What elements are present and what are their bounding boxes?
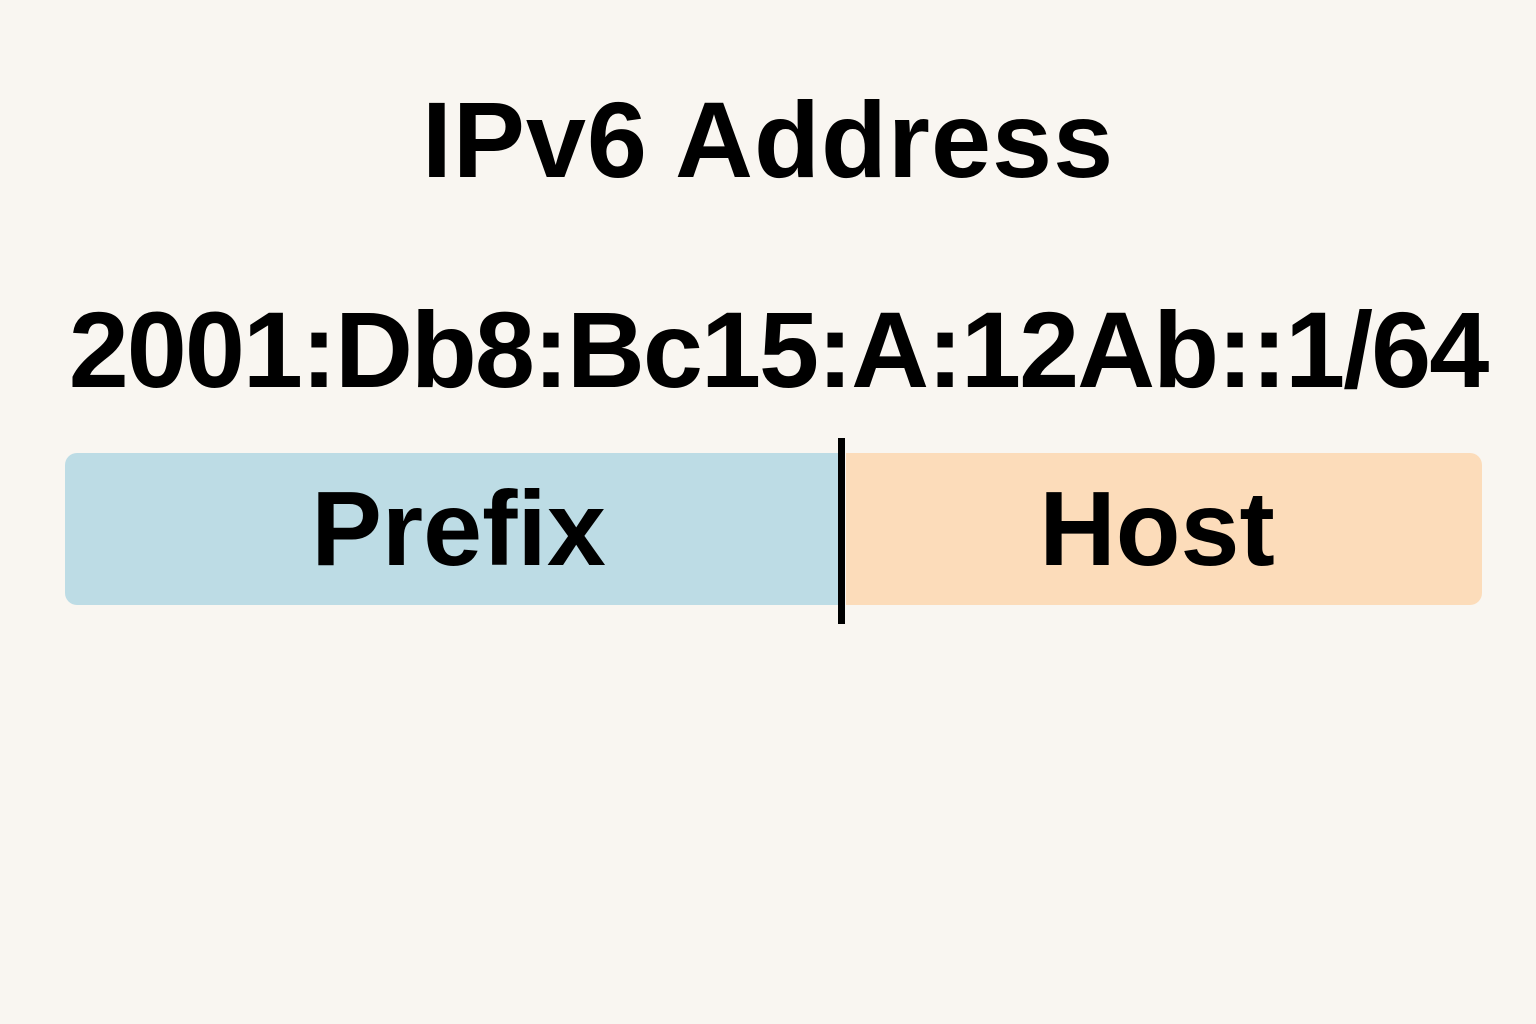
- prefix-segment: Prefix: [65, 453, 838, 605]
- host-segment: Host: [846, 453, 1482, 605]
- prefix-host-divider: [838, 438, 845, 624]
- diagram-title: IPv6 Address: [421, 79, 1115, 200]
- prefix-label: Prefix: [311, 469, 606, 588]
- host-label: Host: [1039, 469, 1275, 588]
- ipv6-address: 2001:Db8:Bc15:A:12Ab::1/64: [68, 289, 1490, 410]
